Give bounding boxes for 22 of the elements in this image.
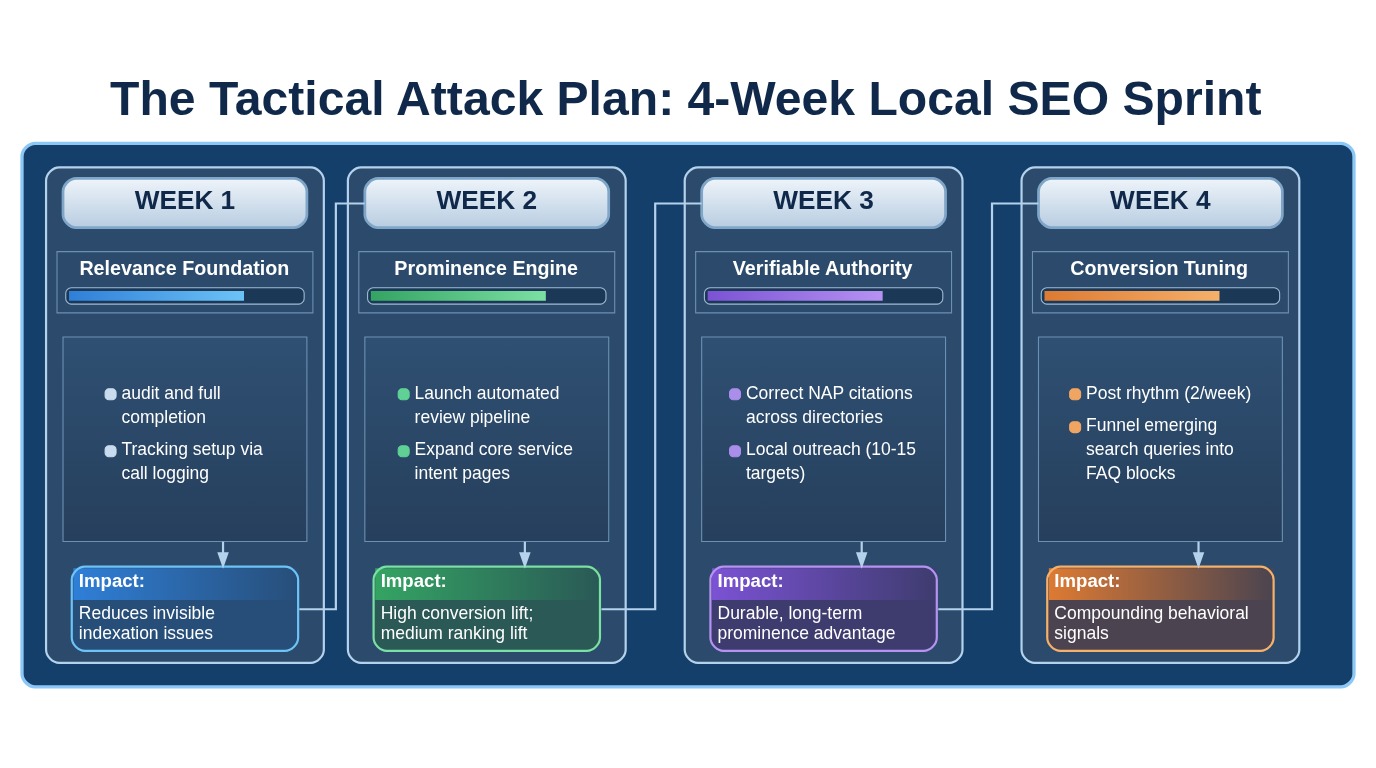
node-box: Verifiable Authority [695,250,953,313]
node-box: Correct NAP citations across directories Local outreach (10-15 targets) [701,335,947,542]
cluster [1020,165,1301,664]
node-box: WEEK 3 [700,176,947,229]
diagram-title: The Tactical Attack Plan: 4-Week Local SEO Sprint [110,70,1262,125]
node-box: WEEK 4 [1037,176,1284,229]
cluster [44,165,325,664]
node-box: Post rhythm (2/week) Funnel emerging search queries into FAQ blocks [1037,335,1283,542]
arrow [1192,541,1205,569]
connector [299,201,365,610]
node-box: Conversion Tuning [1031,250,1289,313]
node-box: Prominence Engine [358,250,616,313]
node-box: Relevance Foundation [56,250,314,313]
connector [938,201,1039,610]
node-box: WEEK 1 [61,176,309,229]
node-box: WEEK 2 [363,176,611,229]
node-box: Launch automated review pipeline Expand core service intent pages [364,335,610,542]
node-box: audit and full completion Tracking setup via call logging [62,335,308,542]
cluster [683,165,964,664]
cluster [346,165,627,664]
connector [601,201,702,610]
cluster [20,141,1356,688]
